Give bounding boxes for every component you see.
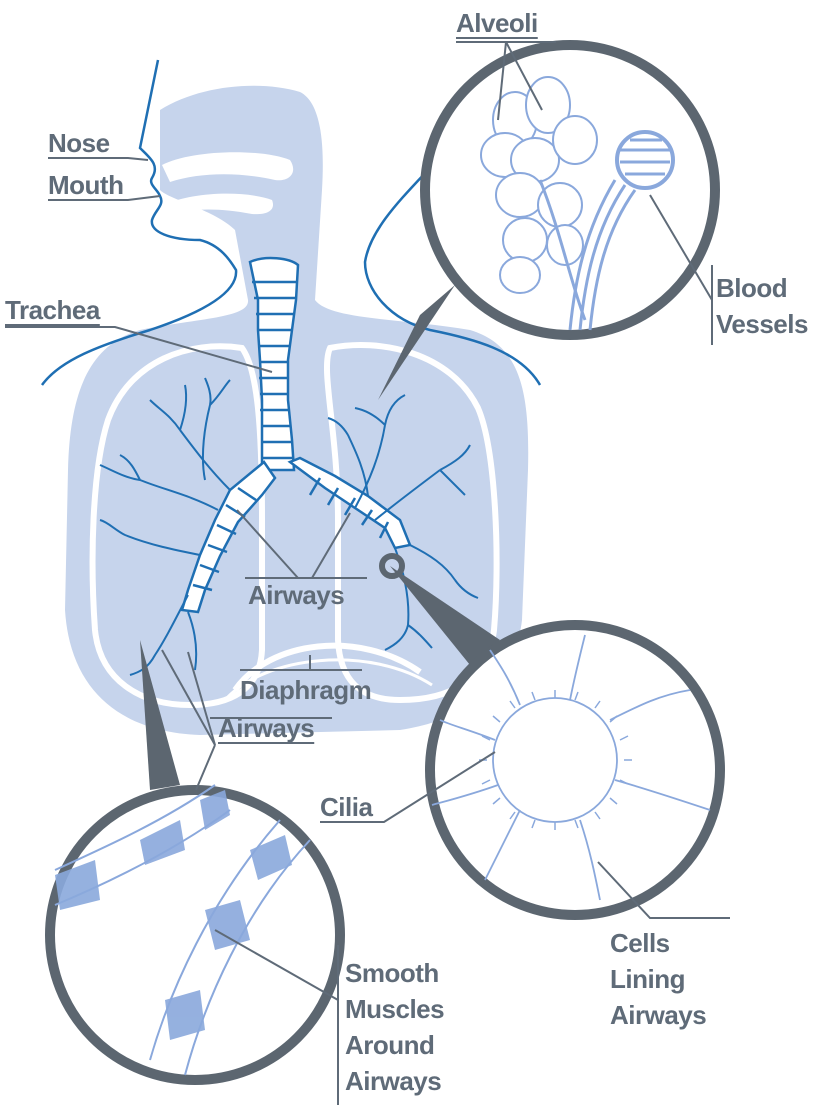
label-mouth: Mouth <box>48 172 123 198</box>
label-cells-line-1: Cells <box>610 925 706 961</box>
label-cells-line-3: Airways <box>610 997 706 1033</box>
label-diaphragm: Diaphragm <box>240 677 371 703</box>
label-alveoli: Alveoli <box>456 10 538 36</box>
label-blood-vessels: Blood Vessels <box>716 270 808 342</box>
cilia-lens <box>430 625 720 915</box>
label-blood-vessels-line-2: Vessels <box>716 306 808 342</box>
label-cells-lining-airways: Cells Lining Airways <box>610 925 706 1033</box>
label-cilia: Cilia <box>320 794 372 820</box>
label-airways-main: Airways <box>248 582 344 608</box>
label-cells-line-2: Lining <box>610 961 706 997</box>
label-trachea: Trachea <box>5 297 100 323</box>
label-smooth-line-4: Airways <box>345 1063 444 1099</box>
label-nose: Nose <box>48 130 110 156</box>
label-blood-vessels-line-1: Blood <box>716 270 808 306</box>
label-smooth-line-3: Around <box>345 1027 444 1063</box>
label-smooth-line-1: Smooth <box>345 955 444 991</box>
label-smooth-muscles: Smooth Muscles Around Airways <box>345 955 444 1099</box>
label-smooth-line-2: Muscles <box>345 991 444 1027</box>
label-airways-lower: Airways <box>218 715 314 741</box>
